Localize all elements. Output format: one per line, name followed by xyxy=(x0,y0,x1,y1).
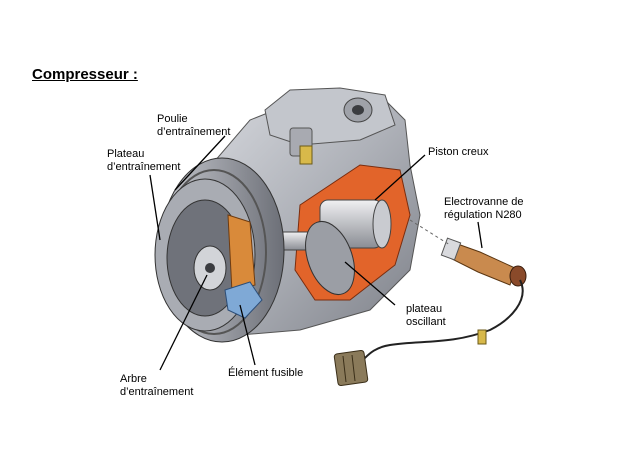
piston-end xyxy=(372,199,392,249)
label-poulie: Poulie d’entraînement xyxy=(157,113,231,138)
valve-tip xyxy=(440,237,462,261)
fuse-element xyxy=(224,281,263,319)
valve-seal xyxy=(509,265,527,287)
connector-rib-2 xyxy=(351,354,356,382)
port-hole xyxy=(352,105,364,115)
label-plateau-oscillant: plateau oscillant xyxy=(406,303,446,328)
label-arbre: Arbre d’entraînement xyxy=(120,373,194,398)
hub-bolt xyxy=(205,263,215,273)
swash-plate xyxy=(305,221,355,295)
connector-plug xyxy=(333,349,369,387)
pointer-piston xyxy=(374,154,426,201)
pointer-plateau-entrainement xyxy=(149,174,161,241)
label-electrovanne: Electrovanne de régulation N280 xyxy=(444,196,524,221)
pointer-axis-dashed xyxy=(409,219,451,246)
clip-bracket xyxy=(299,145,313,165)
pointer-plateau-oscillant xyxy=(344,261,396,306)
pointer-arbre xyxy=(159,274,208,371)
pointer-poulie xyxy=(174,135,226,191)
label-plateau-entrainement: Plateau d’entraînement xyxy=(107,148,181,173)
clutch-coil xyxy=(227,214,256,293)
pointer-element xyxy=(239,304,256,366)
label-piston: Piston creux xyxy=(428,146,489,158)
solenoid-valve xyxy=(449,241,516,286)
label-element: Élément fusible xyxy=(228,367,304,379)
page-title: Compresseur : xyxy=(32,66,138,83)
connector-rib-1 xyxy=(342,355,347,383)
wire-clip xyxy=(477,329,487,345)
valve-wire xyxy=(359,279,524,363)
pointer-electrovanne xyxy=(477,221,483,249)
